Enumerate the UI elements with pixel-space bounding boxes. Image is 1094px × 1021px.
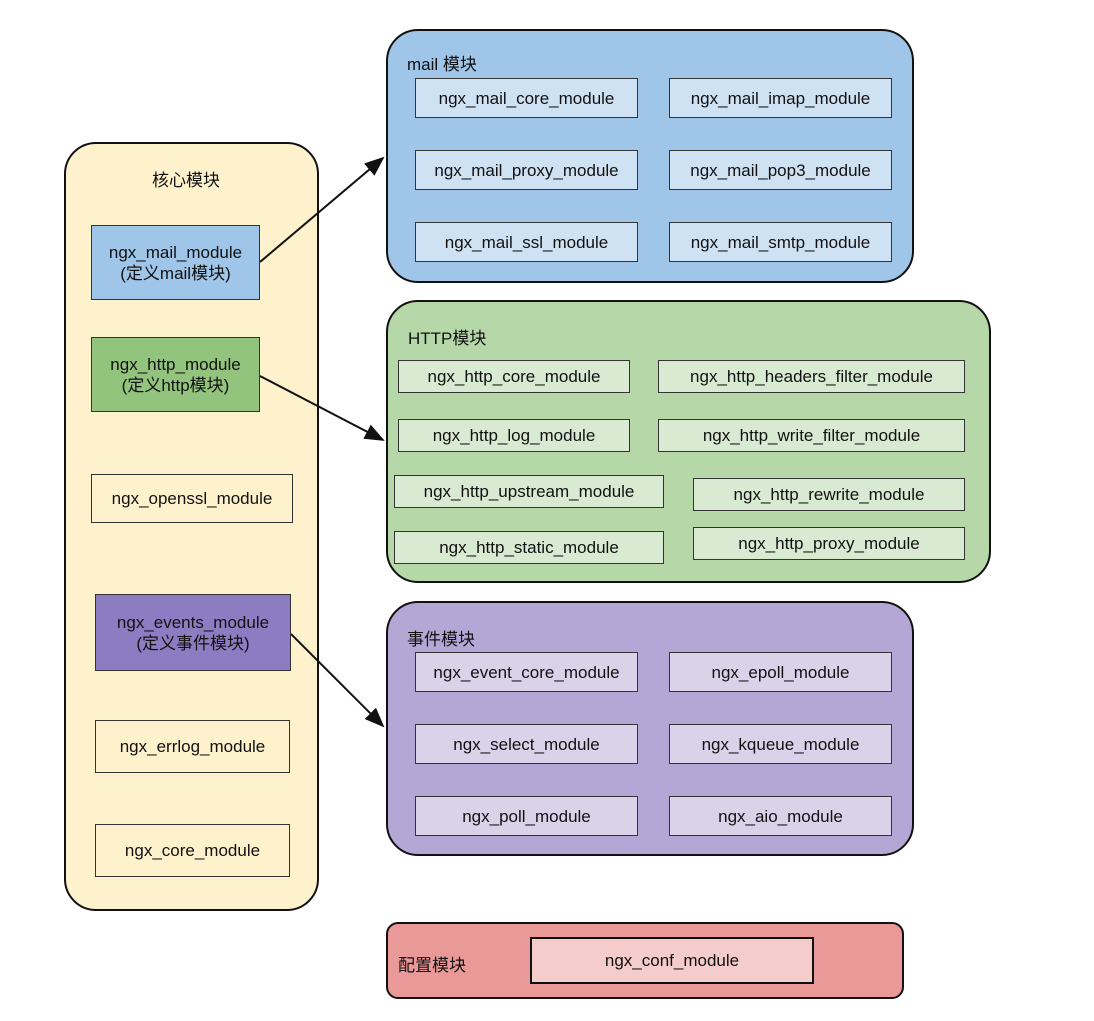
ngx-http-module-box: ngx_http_module (定义http模块): [91, 337, 260, 412]
http-module-item: ngx_http_write_filter_module: [658, 419, 965, 452]
mail-module-item: ngx_mail_pop3_module: [669, 150, 892, 190]
ngx-events-module-desc: (定义事件模块): [136, 633, 250, 653]
ngx-mail-module-box: ngx_mail_module (定义mail模块): [91, 225, 260, 300]
http-modules-title: HTTP模块: [408, 329, 487, 348]
http-module-item: ngx_http_upstream_module: [394, 475, 664, 508]
http-module-item: ngx_http_core_module: [398, 360, 630, 393]
event-module-item: ngx_poll_module: [415, 796, 638, 836]
http-module-item: ngx_http_log_module: [398, 419, 630, 452]
ngx-mail-module-desc: (定义mail模块): [120, 263, 231, 283]
event-module-item: ngx_event_core_module: [415, 652, 638, 692]
http-module-item: ngx_http_rewrite_module: [693, 478, 965, 511]
events-modules-title: 事件模块: [407, 630, 475, 649]
mail-module-item: ngx_mail_smtp_module: [669, 222, 892, 262]
event-module-item: ngx_aio_module: [669, 796, 892, 836]
mail-module-item: ngx_mail_ssl_module: [415, 222, 638, 262]
arrow-mail: [259, 156, 385, 263]
ngx-http-module-name: ngx_http_module: [110, 354, 241, 374]
event-module-item: ngx_kqueue_module: [669, 724, 892, 764]
http-module-item: ngx_http_static_module: [394, 531, 664, 564]
core-modules-title: 核心模块: [152, 171, 220, 190]
arrow-http: [259, 375, 385, 441]
mail-module-item: ngx_mail_imap_module: [669, 78, 892, 118]
ngx-openssl-module-box: ngx_openssl_module: [91, 474, 293, 523]
mail-modules-title: mail 模块: [407, 55, 477, 74]
ngx-http-module-desc: (定义http模块): [121, 375, 230, 395]
http-module-item: ngx_http_headers_filter_module: [658, 360, 965, 393]
conf-modules-title: 配置模块: [398, 956, 466, 975]
mail-module-item: ngx_mail_proxy_module: [415, 150, 638, 190]
event-module-item: ngx_epoll_module: [669, 652, 892, 692]
http-module-item: ngx_http_proxy_module: [693, 527, 965, 560]
event-module-item: ngx_select_module: [415, 724, 638, 764]
ngx-events-module-name: ngx_events_module: [116, 612, 270, 632]
ngx-errlog-module-box: ngx_errlog_module: [95, 720, 290, 773]
mail-module-item: ngx_mail_core_module: [415, 78, 638, 118]
arrow-events: [290, 633, 385, 728]
ngx-mail-module-name: ngx_mail_module: [108, 242, 243, 262]
ngx-core-module-box: ngx_core_module: [95, 824, 290, 877]
ngx-events-module-box: ngx_events_module (定义事件模块): [95, 594, 291, 671]
ngx-conf-module-box: ngx_conf_module: [530, 937, 814, 984]
